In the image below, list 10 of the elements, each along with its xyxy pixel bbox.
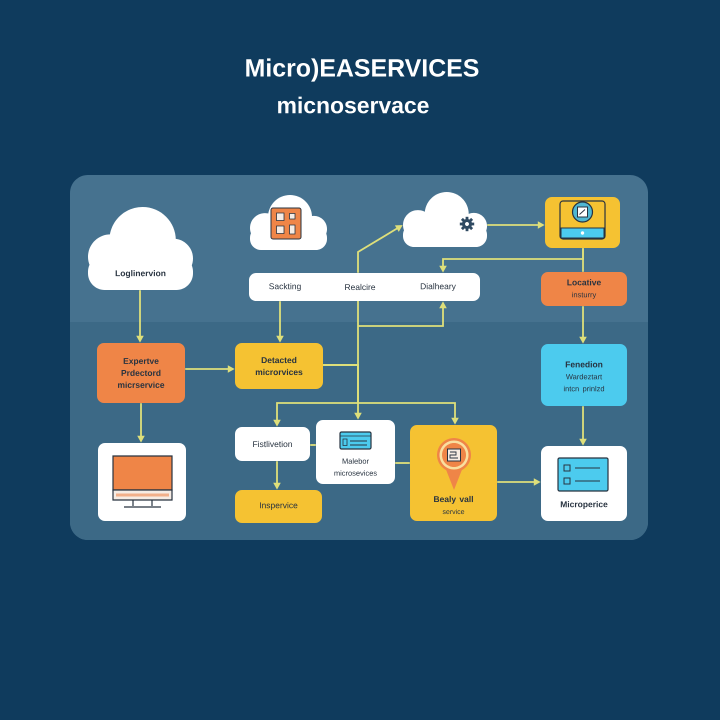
cloud: Loglinervion [88,207,193,290]
process-box: Expertve Prdectord micrservice [97,343,185,403]
label-bar: Sackting Realcire Dialheary [249,273,480,301]
connector-line [310,444,316,446]
title: Micro)EASERVICES [246,58,478,82]
process-box: Inspervice [235,490,322,523]
subtitle: micnoservace [278,96,429,114]
process-box: Detacted microrvices [235,343,323,389]
process-box: Fistlivetion [235,427,310,461]
connector-line [395,462,410,464]
